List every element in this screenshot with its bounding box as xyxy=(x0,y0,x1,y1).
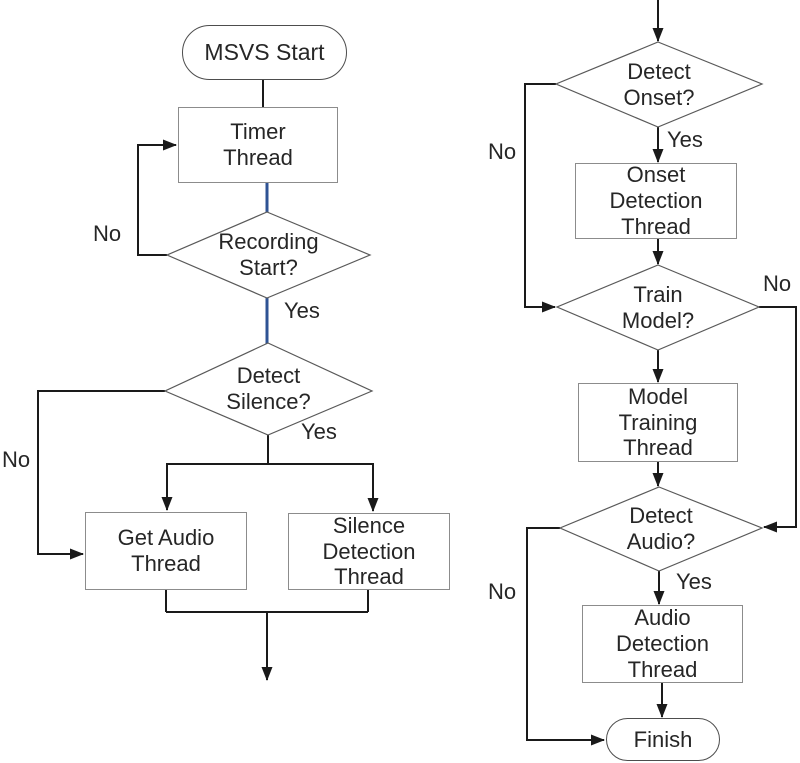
label-detect-onset-yes: Yes xyxy=(667,127,703,152)
process-audio-detection-thread: Audio Detection Thread xyxy=(582,605,743,683)
decision-detect-audio-shape xyxy=(558,486,764,572)
label-detect-audio-no: No xyxy=(488,579,517,604)
terminator-finish: Finish xyxy=(606,718,720,761)
decision-detect-audio-label: Detect Audio? xyxy=(626,503,696,554)
decision-detect-onset-shape xyxy=(554,41,764,128)
decision-detect-silence-shape xyxy=(163,342,374,436)
edge-audio-no-loop xyxy=(526,527,605,746)
label-recording-start-yes: Yes xyxy=(284,298,320,323)
process-silence-detection-thread: Silence Detection Thread xyxy=(288,513,450,590)
decision-detect-onset-label: Detect Onset? xyxy=(623,58,695,110)
process-get-audio-thread: Get Audio Thread xyxy=(85,512,247,590)
terminator-msvs-start: MSVS Start xyxy=(182,25,347,80)
decision-recording-start-shape xyxy=(165,211,372,299)
decision-detect-silence-label: Detect Silence? xyxy=(226,363,311,414)
decision-recording-start-label: Recording Start? xyxy=(218,229,319,280)
process-onset-detection-thread: Onset Detection Thread xyxy=(575,162,737,239)
decision-train-model-shape xyxy=(555,264,761,351)
label-detect-audio-yes: Yes xyxy=(676,569,712,594)
decision-train-model-label: Train Model? xyxy=(621,281,695,333)
edge-recording-no-loop xyxy=(137,139,177,256)
label-recording-start-no: No xyxy=(93,221,122,246)
label-train-model-no: No xyxy=(763,271,792,296)
label-detect-silence-no: No xyxy=(2,447,31,472)
edge-silence-no-loop xyxy=(37,390,165,560)
edge-train-no-right xyxy=(759,306,797,533)
process-model-training-thread: Model Training Thread xyxy=(578,383,738,462)
label-detect-silence-yes: Yes xyxy=(301,419,337,444)
label-detect-onset-no: No xyxy=(488,139,517,164)
process-timer-thread: Timer Thread xyxy=(178,107,338,183)
edge-onset-no-loop xyxy=(524,83,556,313)
